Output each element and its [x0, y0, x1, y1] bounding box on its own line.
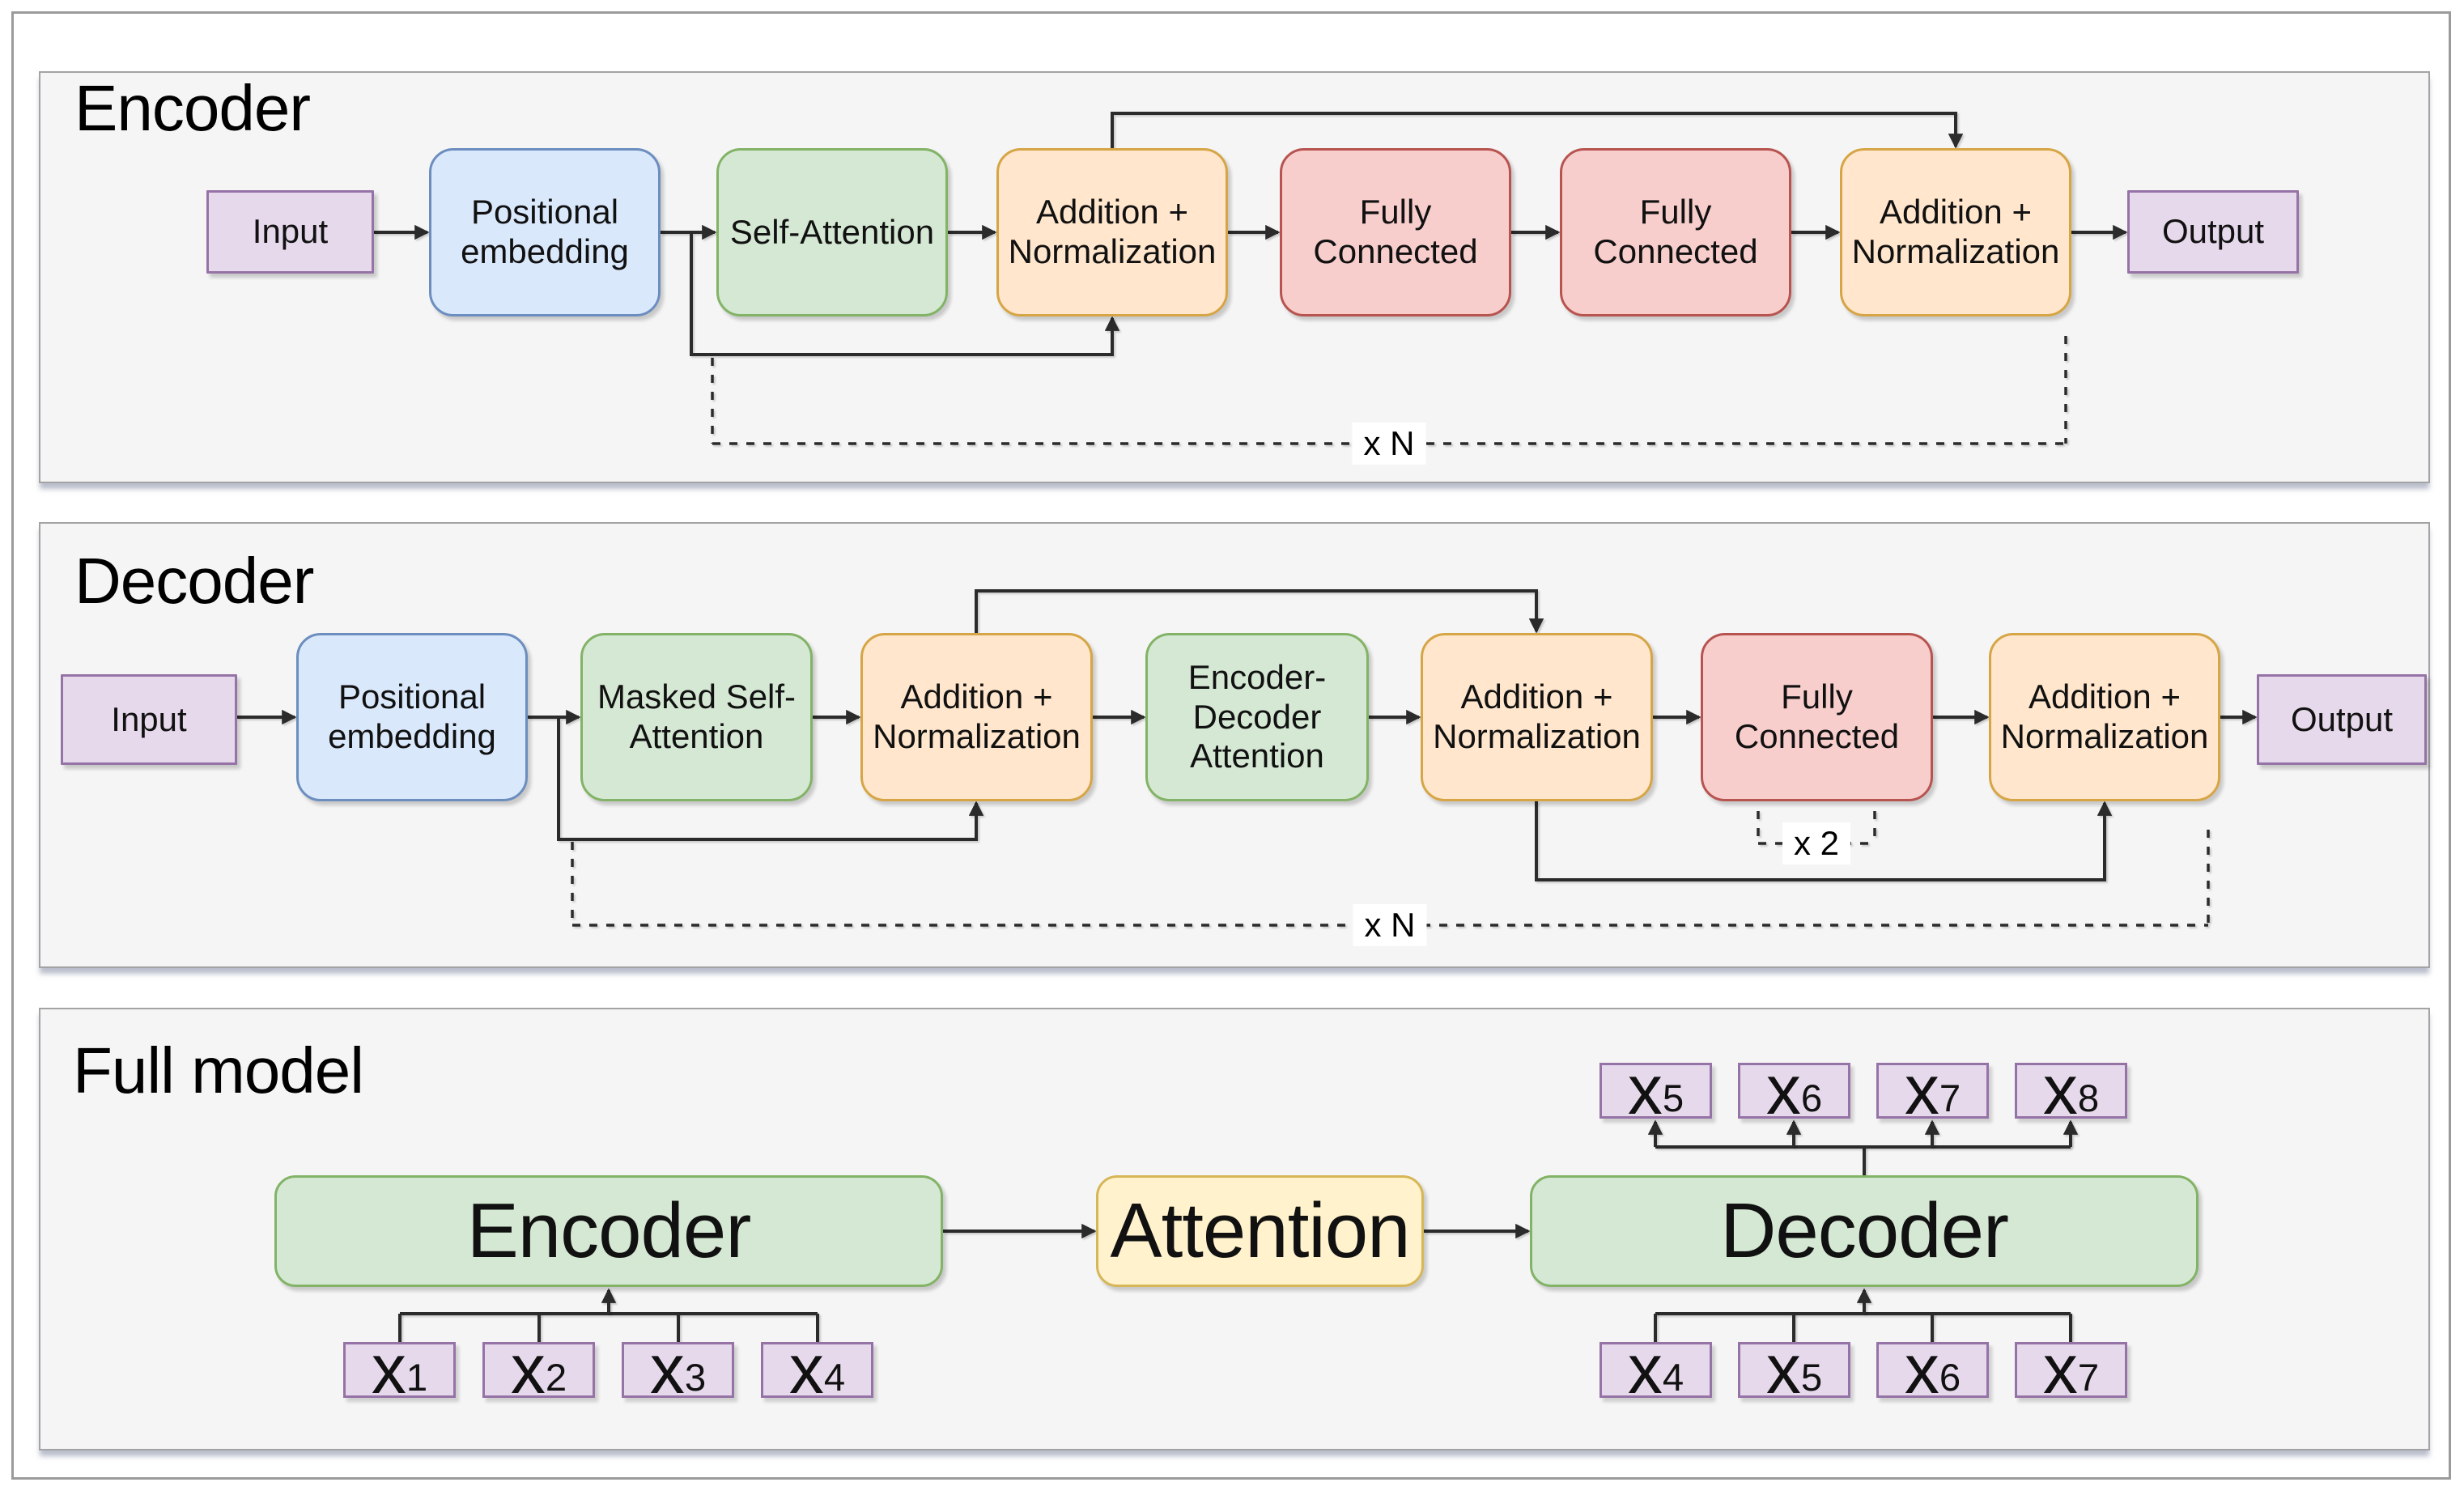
encoder-self-attention-box-label: Self-Attention — [729, 212, 935, 251]
encoder-add-norm-2-box-label: Addition + Normalization — [1851, 193, 2060, 270]
decoder-input-box-label: Input — [111, 699, 187, 738]
encoder-fully-connected-1-box: Fully Connected — [1280, 148, 1511, 316]
encoder-positional-embedding-box-label: Positional embedding — [461, 193, 629, 270]
decoder-fc-repeat-label: x 2 — [1782, 822, 1851, 864]
token-subscript: 8 — [2077, 1077, 2100, 1120]
full-attention-box-label: Attention — [1110, 1187, 1411, 1274]
decoder-encoder-decoder-attention-box: Encoder-Decoder Attention — [1145, 633, 1369, 801]
decoder-add-norm-1-box: Addition + Normalization — [860, 633, 1093, 801]
token-subscript: 7 — [2077, 1356, 2100, 1399]
encoder-add-norm-2-box: Addition + Normalization — [1840, 148, 2071, 316]
token-subscript: 5 — [1800, 1356, 1823, 1399]
decoder-add-norm-3-box-label: Addition + Normalization — [2000, 677, 2209, 755]
encoder-output-box-label: Output — [2161, 212, 2265, 251]
decoder-add-norm-2-box-label: Addition + Normalization — [1433, 677, 1641, 755]
token-base: x — [2042, 1331, 2078, 1409]
token-base: x — [649, 1331, 685, 1409]
encoder-panel-title: Encoder — [74, 72, 311, 144]
token-subscript: 3 — [684, 1356, 707, 1399]
full-decoder-box: Decoder — [1530, 1175, 2198, 1287]
token-subscript: 6 — [1939, 1356, 1961, 1399]
full-attention-box: Attention — [1096, 1175, 1424, 1287]
token-base: x — [1627, 1331, 1663, 1409]
full-encoder-box: Encoder — [274, 1175, 943, 1287]
encoder-input-box-label: Input — [252, 212, 329, 251]
token-subscript: 1 — [406, 1356, 428, 1399]
decoder-positional-embedding-box: Positional embedding — [296, 633, 528, 801]
token-base: x — [1904, 1051, 1939, 1130]
encoder-output-box: Output — [2127, 190, 2299, 274]
full-encoder-box-label: Encoder — [466, 1187, 752, 1274]
token-base: x — [1765, 1051, 1801, 1130]
decoder-output-box: Output — [2257, 674, 2427, 765]
token-subscript: 5 — [1662, 1077, 1684, 1120]
encoder-fully-connected-1-box-label: Fully Connected — [1313, 193, 1478, 270]
encoder-positional-embedding-box: Positional embedding — [429, 148, 661, 316]
decoder-add-norm-3-box: Addition + Normalization — [1989, 633, 2220, 801]
encoder-repeat-label: x N — [1352, 423, 1426, 465]
encoder-add-norm-1-box-label: Addition + Normalization — [1008, 193, 1217, 270]
token-subscript: 4 — [823, 1356, 846, 1399]
token-subscript: 4 — [1662, 1356, 1684, 1399]
full-model-panel-title: Full model — [73, 1034, 364, 1106]
decoder-masked-self-attention-box: Masked Self-Attention — [580, 633, 813, 801]
token-subscript: 7 — [1939, 1077, 1961, 1120]
token-subscript: 2 — [545, 1356, 567, 1399]
encoder-add-norm-1-box: Addition + Normalization — [996, 148, 1228, 316]
decoder-fully-connected-box: Fully Connected — [1701, 633, 1933, 801]
decoder-encoder-decoder-attention-box-label: Encoder-Decoder Attention — [1187, 657, 1327, 775]
encoder-fully-connected-2-box-label: Fully Connected — [1593, 193, 1758, 270]
decoder-add-norm-1-box-label: Addition + Normalization — [873, 677, 1081, 755]
decoder-output-box-label: Output — [2290, 699, 2394, 738]
decoder-input-box: Input — [61, 674, 237, 765]
token-base: x — [510, 1331, 546, 1409]
decoder-panel-title: Decoder — [74, 545, 314, 617]
token-base: x — [371, 1331, 406, 1409]
token-base: x — [1765, 1331, 1801, 1409]
encoder-fully-connected-2-box: Fully Connected — [1560, 148, 1791, 316]
token-base: x — [1627, 1051, 1663, 1130]
encoder-input-box: Input — [206, 190, 374, 274]
decoder-positional-embedding-box-label: Positional embedding — [328, 677, 496, 755]
encoder-self-attention-box: Self-Attention — [716, 148, 948, 316]
decoder-repeat-label: x N — [1353, 904, 1427, 946]
decoder-fully-connected-box-label: Fully Connected — [1734, 677, 1900, 755]
decoder-masked-self-attention-box-label: Masked Self-Attention — [597, 677, 797, 755]
token-base: x — [1904, 1331, 1939, 1409]
token-base: x — [2042, 1051, 2078, 1130]
decoder-add-norm-2-box: Addition + Normalization — [1421, 633, 1653, 801]
token-base: x — [788, 1331, 824, 1409]
token-subscript: 6 — [1800, 1077, 1823, 1120]
full-decoder-box-label: Decoder — [1720, 1187, 2009, 1274]
